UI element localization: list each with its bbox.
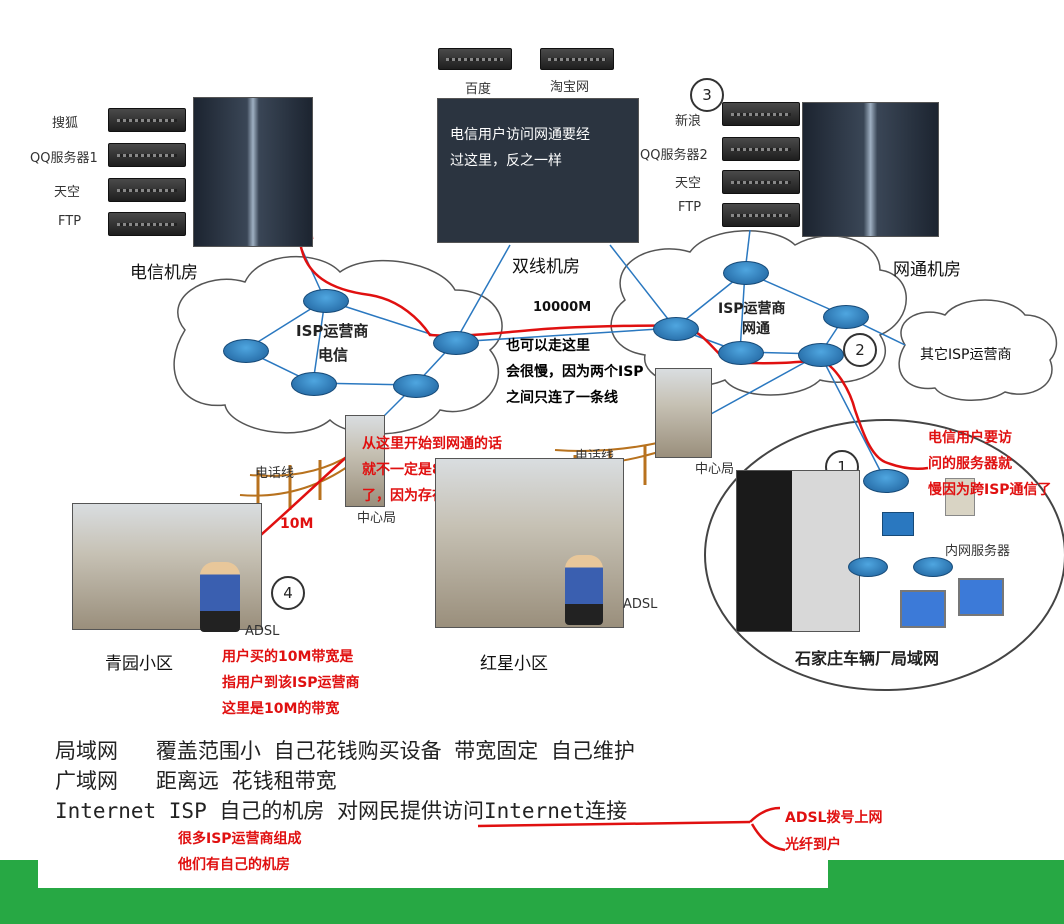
server-rack-icon bbox=[722, 203, 800, 227]
telecom-room-label: 电信机房 bbox=[130, 263, 198, 283]
adsl-label: ADSL bbox=[623, 597, 658, 612]
telecom-user-note: 问的服务器就 bbox=[928, 456, 1012, 472]
server-rack-icon bbox=[108, 143, 186, 167]
lan-server-rack-photo bbox=[736, 470, 860, 632]
server-rack-icon bbox=[722, 170, 800, 194]
dual-room-photo bbox=[437, 98, 639, 243]
isp-netcom-label-2: 网通 bbox=[742, 321, 770, 337]
number-badge: 3 bbox=[690, 78, 724, 112]
center-office-label: 中心局 bbox=[695, 462, 735, 477]
adsl-note: ADSL拨号上网 bbox=[785, 810, 883, 826]
ten-m-label: 10M bbox=[280, 516, 314, 532]
telecom-user-note: 电信用户要访 bbox=[928, 430, 1012, 446]
alt-path-note: 会很慢，因为两个ISP bbox=[506, 364, 644, 380]
server-rack-icon bbox=[108, 178, 186, 202]
server-label: QQ服务器2 bbox=[640, 148, 708, 163]
switch-icon bbox=[882, 512, 914, 536]
router-icon bbox=[723, 261, 769, 285]
server-rack-icon bbox=[540, 48, 614, 70]
router-icon bbox=[433, 331, 479, 355]
router-icon bbox=[291, 372, 337, 396]
hongxing-label: 红星小区 bbox=[480, 654, 548, 674]
router-icon bbox=[718, 341, 764, 365]
user-figure bbox=[200, 562, 240, 632]
server-label: 新浪 bbox=[675, 114, 702, 129]
center-office-label: 中心局 bbox=[357, 511, 397, 526]
summary-wan: 广域网 距离远 花钱租带宽 bbox=[55, 769, 337, 793]
number-badge: 4 bbox=[271, 576, 305, 610]
server-rack-icon bbox=[438, 48, 512, 70]
router-icon bbox=[798, 343, 844, 367]
summary-panel bbox=[38, 690, 828, 888]
summary-lan: 局域网 覆盖范围小 自己花钱购买设备 带宽固定 自己维护 bbox=[55, 739, 635, 763]
router-icon bbox=[823, 305, 869, 329]
isp-netcom-label: ISP运营商 bbox=[718, 301, 786, 317]
isp-note: 很多ISP运营商组成 bbox=[178, 831, 302, 847]
dual-room-note: 电信用户访问网通要经 bbox=[450, 127, 590, 143]
router-icon bbox=[863, 469, 909, 493]
router-icon bbox=[303, 289, 349, 313]
lan-ellipse bbox=[704, 419, 1064, 691]
server-label: FTP bbox=[678, 200, 702, 215]
server-label: 天空 bbox=[675, 176, 702, 191]
telecom-user-note: 慢因为跨ISP通信了 bbox=[928, 482, 1052, 498]
router-icon bbox=[913, 557, 953, 577]
computer-icon bbox=[900, 590, 946, 628]
server-label: 淘宝网 bbox=[550, 80, 590, 95]
phone-line-label: 电话线 bbox=[255, 466, 295, 481]
center-office-building bbox=[345, 415, 385, 507]
intranet-server-label: 内网服务器 bbox=[945, 544, 1011, 559]
server-label: FTP bbox=[58, 214, 82, 229]
server-label: 百度 bbox=[465, 82, 492, 97]
dual-room-note: 过这里，反之一样 bbox=[450, 153, 562, 169]
netcom-room-label: 网通机房 bbox=[893, 260, 961, 280]
isp-telecom-label-2: 电信 bbox=[318, 346, 349, 364]
alt-path-note: 也可以走这里 bbox=[506, 338, 590, 354]
qingyuan-label: 青园小区 bbox=[105, 654, 173, 674]
isp-note: 他们有自己的机房 bbox=[178, 857, 290, 873]
center-office-building bbox=[655, 368, 712, 458]
number-badge: 2 bbox=[843, 333, 877, 367]
summary-internet: Internet ISP 自己的机房 对网民提供访问Internet连接 bbox=[55, 799, 628, 823]
router-icon bbox=[653, 317, 699, 341]
server-label: 搜狐 bbox=[52, 116, 79, 131]
computer-icon bbox=[958, 578, 1004, 616]
cloud-other-isp bbox=[898, 299, 1058, 401]
user-bandwidth-note: 指用户到该ISP运营商 bbox=[222, 675, 360, 691]
lan-name-label: 石家庄车辆厂局域网 bbox=[795, 649, 940, 668]
bandwidth-note: 从这里开始到网通的话 bbox=[362, 436, 502, 452]
alt-path-note: 之间只连了一条线 bbox=[506, 390, 618, 406]
link-speed-label: 10000M bbox=[533, 300, 592, 315]
netcom-room-photo bbox=[802, 102, 939, 237]
user-bandwidth-note: 用户买的10M带宽是 bbox=[222, 649, 354, 665]
adsl-label: ADSL bbox=[245, 624, 280, 639]
adsl-note: 光纤到户 bbox=[785, 837, 841, 853]
dual-room-label: 双线机房 bbox=[512, 257, 580, 277]
router-icon bbox=[223, 339, 269, 363]
server-rack-icon bbox=[722, 102, 800, 126]
telecom-room-photo bbox=[193, 97, 313, 247]
server-rack-icon bbox=[722, 137, 800, 161]
intranet-server-icon bbox=[945, 478, 975, 516]
other-isp-label: 其它ISP运营商 bbox=[920, 347, 1012, 363]
router-icon bbox=[393, 374, 439, 398]
user-figure bbox=[565, 555, 603, 625]
user-bandwidth-note: 这里是10M的带宽 bbox=[222, 701, 340, 717]
isp-telecom-label: ISP运营商 bbox=[296, 322, 369, 340]
server-rack-icon bbox=[108, 212, 186, 236]
server-label: 天空 bbox=[54, 185, 81, 200]
server-rack-icon bbox=[108, 108, 186, 132]
server-label: QQ服务器1 bbox=[30, 151, 98, 166]
router-icon bbox=[848, 557, 888, 577]
